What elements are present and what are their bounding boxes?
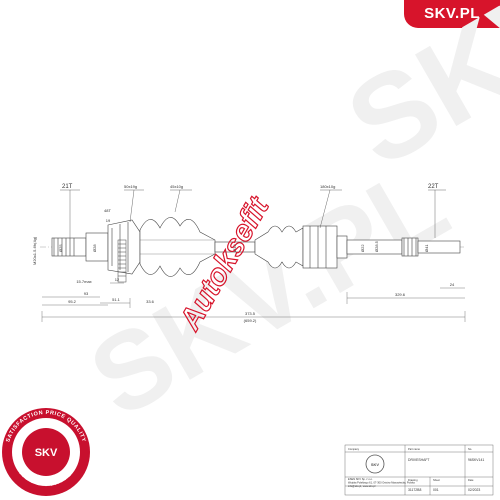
diameter-label-5: Ø28.5 (374, 240, 379, 252)
abs-ring-label: 48T (104, 208, 111, 213)
sheet-label: Sheet (433, 478, 440, 482)
company-name: ESEN SKV Sp. z o.o. (348, 477, 373, 481)
right-spline-shaft (346, 237, 461, 257)
part-name-label: Part name (408, 447, 421, 451)
diameter-label-2: Ø28 (92, 244, 97, 252)
inner-joint (302, 225, 348, 269)
leader-lines (60, 189, 446, 238)
diameter-label-3: Ø30 (232, 244, 237, 252)
date-label: Date (468, 478, 474, 482)
quality-badge: SATISFACTION PRICE QUALITY AUTO PARTS SK… (2, 408, 90, 496)
thread-label: M20x1.5-6h(4g) (32, 236, 37, 265)
sheet-number: 001 (433, 488, 439, 492)
badge-center: SKV (35, 447, 58, 459)
left-boot-size-label: 45x10g (170, 184, 183, 189)
overall-length-b: (659.2) (244, 318, 257, 323)
drawing-label: Drawing (408, 478, 418, 482)
d19-dim: 19 (106, 218, 111, 223)
part-number: 96SKV141 (468, 458, 484, 462)
drawing-number: 31172B8 (408, 488, 421, 492)
left-spline-shaft (51, 232, 109, 262)
left-95-dim: 95.2 (68, 299, 77, 304)
title-block (344, 444, 494, 496)
right-length-dim: 329.6 (395, 292, 406, 297)
diameter-label-6: Ø41 (424, 244, 429, 252)
left-spline-label: 21T (62, 184, 73, 190)
left-boot (139, 217, 216, 277)
brand-logo[interactable]: SKV.PL (404, 0, 500, 28)
company-seal-icon (365, 454, 385, 474)
abs-ring (117, 239, 127, 283)
d33-dim: 33.6 (146, 299, 155, 304)
left-93-dim: 93 (84, 291, 89, 296)
date-value: 02/2023 (468, 488, 480, 492)
diameter-label-1: Ø25 (58, 244, 63, 252)
company-web: info@skv.pl, www.skv.pl (348, 484, 376, 488)
company-seal-text: SKV (371, 462, 380, 467)
d12-dim: 12 (115, 277, 120, 282)
part-number-label: No. (468, 447, 472, 451)
right-boot-size-label: 180x10g (320, 184, 335, 189)
left-51-dim: 51.1 (112, 297, 121, 302)
left-boot-clamp-label: 50x19g (124, 184, 137, 189)
offset-dim: 15.7max (76, 279, 91, 284)
company-address: Wojska Polskiego 61, 07-300 Ostrów Mazow… (348, 481, 415, 485)
left-outer-joint (107, 219, 141, 275)
right-spline-label: 22T (428, 184, 439, 190)
company-label: Company (348, 447, 360, 451)
diameter-label-4: Ø22 (360, 244, 365, 252)
d24-dim: 24 (450, 282, 455, 287)
part-name: DRIVESHAFT (408, 458, 429, 462)
dimension-lines (41, 282, 466, 322)
overall-length-a: 373.5 (245, 311, 256, 316)
